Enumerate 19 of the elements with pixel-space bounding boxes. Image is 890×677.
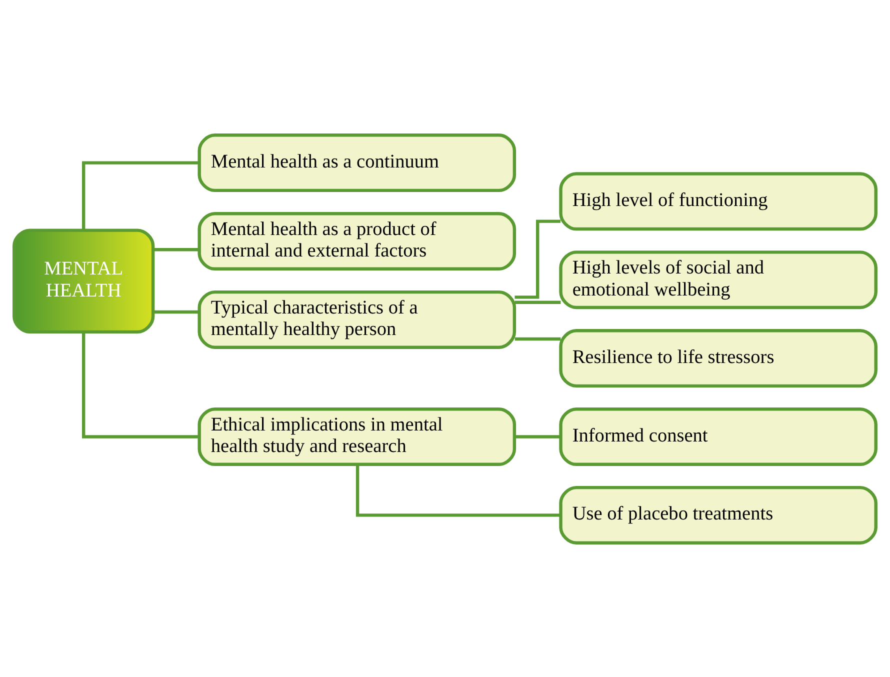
connector [514, 434, 561, 438]
node-box: Use of placebo treatments [559, 485, 878, 544]
connector [82, 332, 200, 438]
connector [82, 160, 200, 230]
connector [153, 248, 199, 251]
node-box: Typical characteristics of a mentally healthy person [198, 290, 516, 348]
connector [514, 300, 561, 304]
connector [514, 336, 561, 340]
node-box: Ethical implications in mental health study and research [198, 406, 516, 466]
connector [356, 464, 561, 516]
connector [153, 310, 199, 314]
node-box: High levels of social and emotional wellbeing [559, 250, 878, 309]
node-box: Mental health as a product of internal and external factors [198, 212, 516, 270]
node-box: Mental health as a continuum [198, 133, 516, 192]
node-box: Informed consent [559, 406, 878, 466]
node-box: MENTAL HEALTH [12, 228, 155, 334]
node-box: Resilience to life stressors [559, 328, 878, 388]
connector [514, 219, 560, 298]
node-box: High level of functioning [559, 172, 878, 230]
